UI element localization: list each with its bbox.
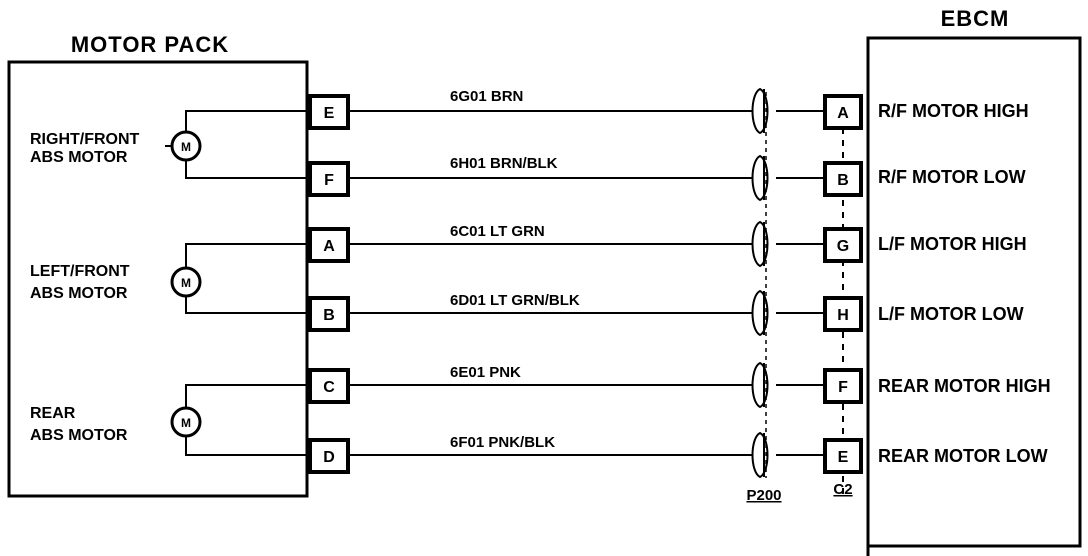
right-pin-label: B	[837, 172, 849, 189]
motor-lf-label-2: ABS MOTOR	[30, 285, 128, 302]
left-pin-box	[308, 368, 350, 404]
left-pin-label: D	[323, 449, 335, 466]
motor-rf-symbol: M	[181, 140, 191, 154]
signal-label: L/F MOTOR HIGH	[878, 234, 1027, 254]
signal-label: R/F MOTOR HIGH	[878, 101, 1029, 121]
left-pin-box	[308, 161, 350, 197]
motor-lf-label-1: LEFT/FRONT	[30, 263, 130, 280]
right-pin-label: F	[838, 379, 848, 396]
motor-rear-icon	[170, 406, 202, 438]
right-pin-box	[823, 368, 863, 404]
signal-label: REAR MOTOR LOW	[878, 446, 1048, 466]
motor-lf-icon	[170, 266, 202, 298]
left-pin-label: E	[324, 105, 335, 122]
circuit-row-2: A 6C01 LT GRN G L/F MOTOR HIGH	[308, 220, 1027, 268]
right-pin-box	[823, 161, 863, 197]
motor-rf: M	[165, 110, 310, 179]
right-pin-box	[823, 296, 863, 332]
ebcm-box	[866, 36, 1082, 556]
left-pin-label: F	[324, 172, 334, 189]
left-pin-label: C	[323, 379, 335, 396]
right-pin-box	[823, 94, 863, 130]
circuit-row-1: F 6H01 BRN/BLK B R/F MOTOR LOW	[308, 154, 1026, 202]
inline-connector-icon	[751, 431, 769, 479]
inline-connector-icon	[751, 87, 769, 135]
wire-label: 6F01 PNK/BLK	[450, 434, 555, 451]
left-pin-label: B	[323, 307, 335, 324]
wire-label: 6H01 BRN/BLK	[450, 155, 558, 172]
signal-label: R/F MOTOR LOW	[878, 167, 1026, 187]
right-pin-box	[823, 438, 863, 474]
circuit-row-3: B 6D01 LT GRN/BLK H L/F MOTOR LOW	[308, 289, 1024, 337]
circuit-row-4: C 6E01 PNK F REAR MOTOR HIGH	[308, 361, 1051, 409]
right-pin-label: A	[837, 105, 849, 122]
wire-label: 6C01 LT GRN	[450, 223, 545, 240]
right-pin-label: E	[838, 449, 849, 466]
inline-connector-icon	[751, 361, 769, 409]
motor-rear-label-2: ABS MOTOR	[30, 427, 128, 444]
p200-connector-label: P200	[746, 487, 781, 504]
c2-connector-label: C2	[833, 481, 852, 498]
motor-rear-label-1: REAR	[30, 405, 76, 422]
inline-connector-icon	[751, 154, 769, 202]
right-pin-label: G	[837, 238, 849, 255]
motor-rf-label-2: ABS MOTOR	[30, 149, 128, 166]
inline-connector-icon	[751, 220, 769, 268]
wire-label: 6E01 PNK	[450, 364, 521, 381]
left-pin-box	[308, 227, 350, 263]
motor-lf: M	[170, 243, 310, 314]
ebcm-title: EBCM	[941, 6, 1010, 31]
motor-pack-title: MOTOR PACK	[71, 32, 229, 57]
motor-rf-icon	[170, 130, 202, 162]
motor-rf-label-1: RIGHT/FRONT	[30, 131, 140, 148]
right-pin-box	[823, 227, 863, 263]
right-pin-label: H	[837, 307, 849, 324]
wire-label: 6D01 LT GRN/BLK	[450, 292, 580, 309]
motor-rear-symbol: M	[181, 416, 191, 430]
wire-label: 6G01 BRN	[450, 88, 523, 105]
signal-label: REAR MOTOR HIGH	[878, 376, 1051, 396]
motor-lf-symbol: M	[181, 276, 191, 290]
inline-connector-icon	[751, 289, 769, 337]
left-pin-box	[308, 94, 350, 130]
left-pin-box	[308, 438, 350, 474]
circuit-row-5: D 6F01 PNK/BLK E REAR MOTOR LOW	[308, 431, 1048, 479]
left-pin-box	[308, 296, 350, 332]
circuit-row-0: E 6G01 BRN A R/F MOTOR HIGH	[308, 87, 1029, 135]
motor-pack-box	[7, 60, 309, 498]
motor-rear: M	[170, 384, 310, 456]
left-pin-label: A	[323, 238, 335, 255]
signal-label: L/F MOTOR LOW	[878, 304, 1024, 324]
